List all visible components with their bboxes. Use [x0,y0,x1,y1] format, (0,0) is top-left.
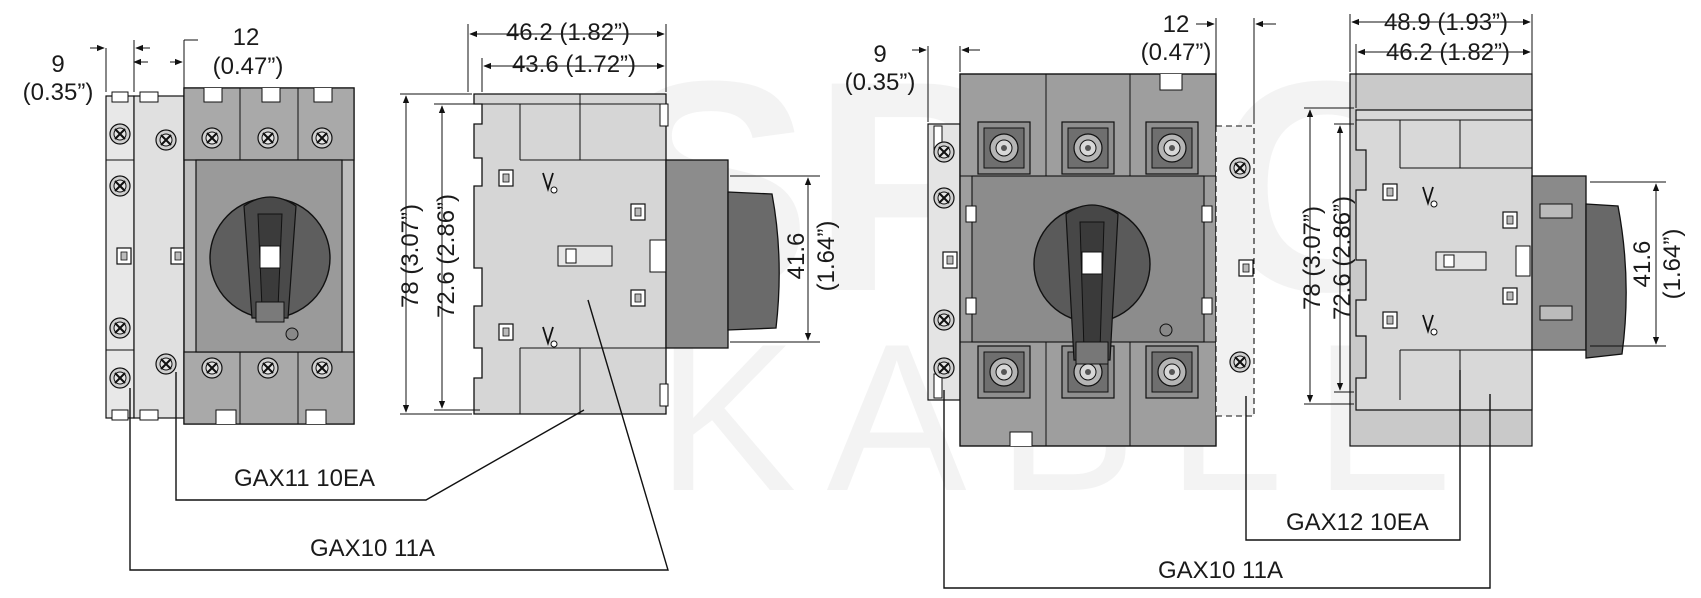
right-dim-handle-height: 41.6 [1629,241,1656,288]
right-side-dimensions: 48.9 (1.93”) 46.2 (1.82”) 78 (3.07”) 72.… [1299,9,1686,405]
right-dim-aux2-width-in: (0.47”) [1141,39,1212,66]
left-dim-total-depth: 46.2 (1.82”) [506,19,630,46]
right-dim-aux2-width: 12 [1163,11,1190,38]
right-dim-total-depth: 48.9 (1.93”) [1384,9,1508,36]
left-dim-total-height: 78 (3.07”) [397,204,424,308]
left-dim-aux-width: 9 [51,51,64,78]
right-side-view [1349,73,1627,447]
right-dim-aux-width: 9 [873,41,886,68]
left-front-dimensions: 9 (0.35”) 12 (0.47”) [23,24,284,106]
left-dim-aux-width-in: (0.35”) [23,79,94,106]
left-callouts: GAX11 10EA GAX10 11A [129,299,669,571]
right-front-view [927,73,1255,447]
callout-gax10-11a-right: GAX10 11A [1158,557,1283,584]
right-dim-body-depth: 46.2 (1.82”) [1386,39,1510,66]
callout-gax10-11a-left: GAX10 11A [310,535,435,562]
right-dim-total-height: 78 (3.07”) [1299,206,1326,310]
left-side-dimensions: 46.2 (1.82”) 43.6 (1.72”) 78 (3.07”) 72.… [397,19,840,415]
left-front-view [105,87,355,425]
right-side-handle-base [1531,175,1587,351]
right-front-dimensions: 9 (0.35”) 12 (0.47”) [845,11,1276,124]
left-dim-aux2-width: 12 [233,24,260,51]
right-callouts: GAX12 10EA GAX10 11A [943,370,1491,589]
right-dim-aux-width-in: (0.35”) [845,69,916,96]
right-dim-handle-height-in: (1.64”) [1659,229,1686,300]
left-dim-handle-height: 41.6 [783,233,810,280]
left-dim-handle-height-in: (1.64”) [813,221,840,292]
left-side-view [473,93,780,415]
side-handle-lever [727,191,780,331]
left-dim-body-depth: 43.6 (1.72”) [512,51,636,78]
right-side-handle-lever [1585,203,1627,359]
callout-gax11-10ea: GAX11 10EA [234,465,375,492]
left-dim-body-height: 72.6 (2.86”) [433,194,460,318]
callout-gax12-10ea: GAX12 10EA [1286,509,1429,536]
right-dim-body-height: 72.6 (2.86”) [1329,196,1356,320]
left-dim-aux2-width-in: (0.47”) [213,53,284,80]
side-handle-base [665,159,729,349]
